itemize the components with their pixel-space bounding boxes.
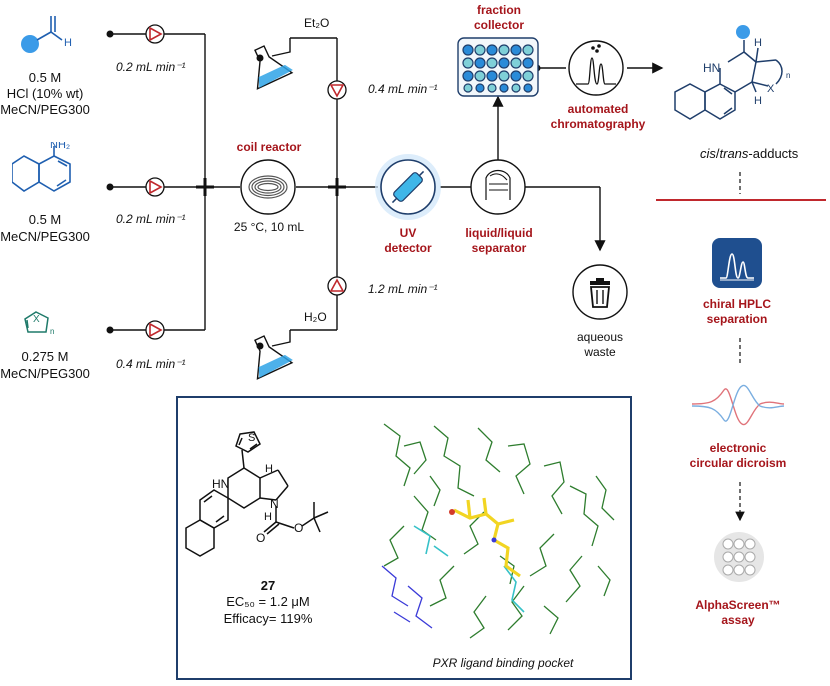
aldehyde-solvent: MeCN/PEG300	[0, 102, 90, 117]
aldehyde-flow-rate: 0.2 mL min⁻¹	[116, 60, 186, 74]
chromatography-label-1: automated	[567, 102, 629, 116]
chromatography-label-2: chromatography	[550, 117, 646, 131]
compound-s-atom: S	[248, 432, 255, 444]
separator-label-1: liquid/liquid	[465, 226, 533, 240]
product-n-label: n	[786, 71, 790, 80]
pump-icon-1	[145, 24, 165, 44]
pump-icon-ether	[327, 80, 347, 100]
separator-label-2: separator	[471, 241, 527, 255]
fraction-collector-label-1: fraction	[476, 3, 521, 17]
pump-icon-water	[327, 276, 347, 296]
compound-h1-atom: H	[265, 463, 273, 475]
fraction-collector-label-2: collector	[473, 18, 524, 32]
amine-solvent: MeCN/PEG300	[0, 229, 90, 244]
compound-27-structure: S HN N O O H H	[185, 431, 329, 557]
amine-nh2-label: NH₂	[50, 142, 70, 151]
ecd-label-2: circular dicroism	[689, 456, 787, 470]
ecd-spectrum-icon	[691, 384, 785, 426]
hplc-label-2: separation	[706, 312, 768, 326]
amine-flow-rate: 0.2 mL min⁻¹	[116, 212, 186, 226]
compound-o1-atom: O	[256, 531, 265, 545]
water-label: H₂O	[304, 310, 327, 324]
chromatogram-icon	[568, 40, 624, 96]
assay-label-2: assay	[721, 613, 755, 627]
product-x-label: X	[767, 83, 775, 95]
uv-detector-label-1: UV	[399, 226, 417, 240]
workflow-lines	[656, 172, 826, 522]
waste-label-2: waste	[584, 345, 616, 359]
uv-detector-label-2: detector	[384, 241, 432, 255]
ether-flask-icon	[254, 38, 294, 90]
separator-icon	[470, 159, 526, 215]
alkene-n-label: n	[50, 327, 54, 336]
aldehyde-additive: HCl (10% wt)	[6, 86, 84, 101]
mixer-tee-2	[328, 178, 346, 196]
pocket-caption: PXR ligand binding pocket	[432, 656, 574, 670]
waste-bin-icon	[572, 264, 628, 320]
alkene-flow-rate: 0.4 mL min⁻¹	[116, 357, 186, 371]
alkene-conc: 0.275 M	[21, 349, 69, 364]
product-structure: HN H H X n	[674, 25, 790, 120]
waste-label-1: aqueous	[576, 330, 624, 344]
alkene-x-label: X	[33, 314, 40, 325]
amine-structure: NH₂	[12, 142, 71, 192]
flow-diagram	[106, 24, 664, 380]
pump-icon-2	[145, 177, 165, 197]
aldehyde-conc: 0.5 M	[28, 70, 62, 85]
aldehyde-h-label: H	[64, 37, 72, 49]
ether-label: Et₂O	[304, 16, 330, 30]
ether-flow-rate: 0.4 mL min⁻¹	[368, 82, 438, 96]
coil-reactor-icon	[240, 159, 296, 215]
fraction-collector-icon	[457, 37, 539, 97]
coil-reactor-label: coil reactor	[236, 140, 302, 154]
product-nh-label: HN	[703, 61, 720, 75]
alkene-structure: X n	[24, 311, 54, 336]
assay-label-1: AlphaScreen™	[695, 598, 781, 612]
mixer-tee-1	[196, 178, 214, 196]
binding-pocket-render	[381, 423, 615, 639]
ecd-label-1: electronic	[709, 441, 767, 455]
compound-ec50: EC₅₀ = 1.2 μM	[226, 594, 310, 609]
inset-panel: S HN N O O H H 27 EC₅₀ = 1.2 μM Efficacy…	[176, 396, 632, 680]
compound-efficacy: Efficacy= 119%	[223, 611, 313, 626]
product-h-top-label: H	[754, 37, 762, 49]
compound-h2-atom: H	[264, 511, 272, 523]
product-caption: cis/trans-adducts	[700, 146, 799, 161]
hplc-label-1: chiral HPLC	[702, 297, 771, 311]
amine-conc: 0.5 M	[28, 212, 62, 227]
compound-n-atom: N	[270, 497, 279, 511]
aldehyde-structure: H	[21, 16, 72, 53]
uv-detector-icon	[375, 154, 441, 220]
compound-o2-atom: O	[294, 521, 303, 535]
assay-plate-icon	[714, 532, 764, 582]
product-h-bottom-label: H	[754, 95, 762, 107]
compound-id: 27	[260, 578, 276, 593]
water-flask-icon	[254, 330, 294, 380]
pump-icon-3	[145, 320, 165, 340]
compound-hn-atom: HN	[212, 477, 229, 491]
alkene-solvent: MeCN/PEG300	[0, 366, 90, 381]
hplc-icon	[712, 238, 762, 288]
coil-reactor-conditions: 25 °C, 10 mL	[233, 220, 305, 234]
water-flow-rate: 1.2 mL min⁻¹	[368, 282, 438, 296]
